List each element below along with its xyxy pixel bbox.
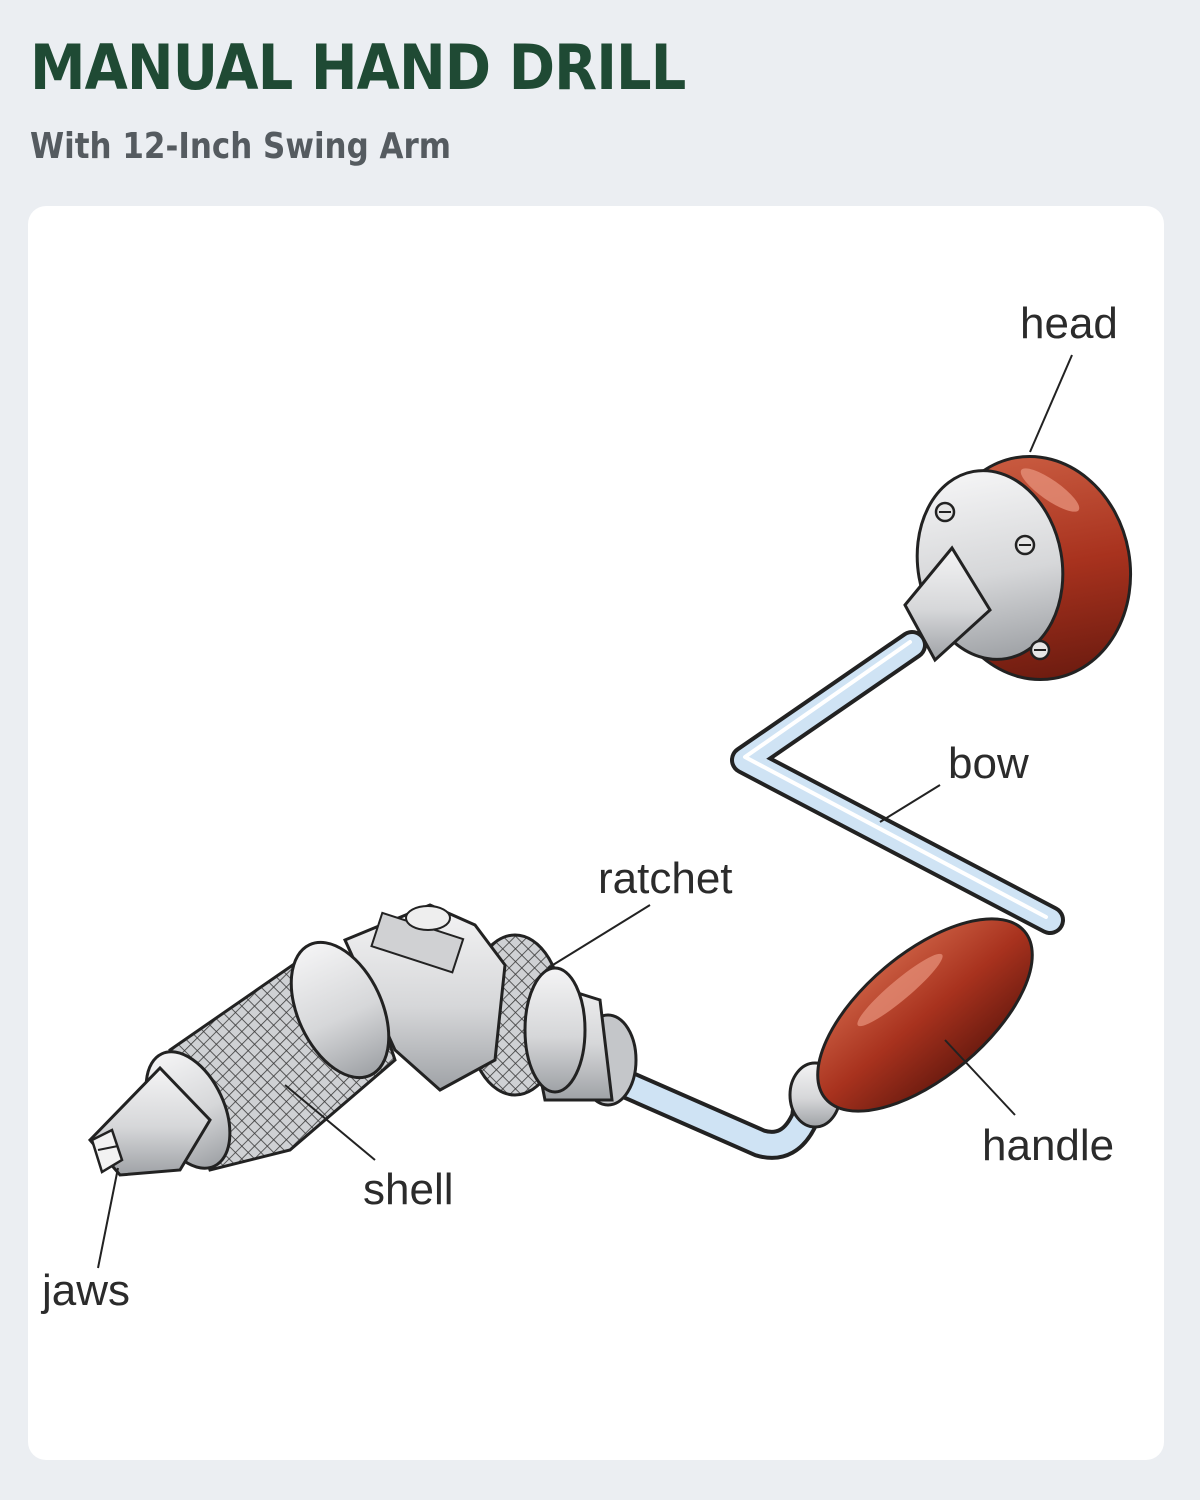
bow-label: bow — [948, 739, 1029, 788]
handle-label: handle — [982, 1121, 1114, 1170]
ratchet-leader-line — [547, 904, 651, 969]
bow-leader-line — [879, 784, 941, 823]
head-leader-line — [1029, 354, 1073, 453]
jaws-leader-line — [97, 1167, 119, 1269]
jaws-tip — [90, 1128, 124, 1174]
shell-leader-line — [284, 1084, 376, 1161]
page-subtitle: With 12-Inch Swing Arm — [30, 126, 452, 167]
diagram-card — [28, 206, 1164, 1460]
page-title: MANUAL HAND DRILL — [30, 31, 686, 104]
chuck-body — [342, 903, 507, 1092]
shell-assembly — [87, 940, 397, 1177]
head-assembly — [903, 454, 1133, 682]
handle-leader-line — [944, 1039, 1016, 1116]
jaws-label: jaws — [40, 1266, 130, 1315]
ratchet-label: ratchet — [598, 854, 733, 903]
shell-label: shell — [363, 1165, 454, 1214]
handle-assembly — [788, 917, 1034, 1129]
head-label: head — [1020, 299, 1118, 348]
